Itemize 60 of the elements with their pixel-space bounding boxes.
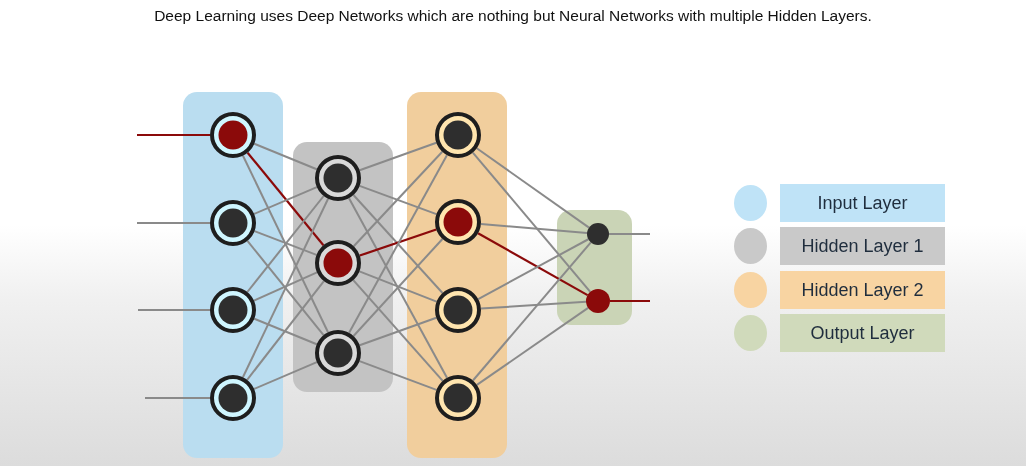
connection-line <box>352 194 444 294</box>
connection-line <box>348 154 448 334</box>
connection-line <box>348 197 448 379</box>
connection-line <box>479 222 589 235</box>
legend-label: Output Layer <box>780 314 945 352</box>
connection-line <box>352 279 444 382</box>
connection-line <box>359 228 437 257</box>
connection-line <box>475 147 590 229</box>
connection-line <box>144 397 211 399</box>
connection-line <box>471 241 592 382</box>
neuron-circle <box>586 289 610 313</box>
connection-line <box>253 230 318 256</box>
connection-line <box>352 150 444 248</box>
connection-line <box>358 316 438 347</box>
neuron-circle <box>210 287 256 333</box>
layer-band <box>293 142 393 392</box>
legend-label: Hidden Layer 2 <box>780 271 945 309</box>
connection-line <box>246 195 325 293</box>
connection-line <box>137 309 211 311</box>
layer-band <box>557 210 632 325</box>
connection-line <box>475 306 590 386</box>
legend-label: Hidden Layer 1 <box>780 227 945 265</box>
neuron-circle <box>435 375 481 421</box>
connection-line <box>608 233 651 235</box>
layer-band <box>407 92 507 458</box>
neuron-circle <box>435 112 481 158</box>
title: Deep Learning uses Deep Networks which are nothing but Neural Networks with multiple Hidden Layers. <box>153 7 873 25</box>
neuron-circle <box>315 330 361 376</box>
neuron-circle <box>210 375 256 421</box>
neuron-circle <box>210 200 256 246</box>
neuron-circle <box>315 240 361 286</box>
connection-line <box>246 280 325 381</box>
neuron-circle <box>210 112 256 158</box>
connection-line <box>253 271 318 302</box>
connection-line <box>471 151 592 293</box>
connection-line <box>352 237 444 338</box>
legend-label: Input Layer <box>780 184 945 222</box>
connection-line <box>253 186 318 215</box>
connection-line <box>137 133 210 137</box>
layer-band <box>183 92 283 458</box>
neuron-circle <box>435 199 481 245</box>
connection-line <box>246 239 325 337</box>
connection-line <box>358 141 438 172</box>
connection-line <box>253 361 318 390</box>
connection-line <box>253 317 318 346</box>
connection-line <box>241 197 330 379</box>
connection-line <box>358 270 438 303</box>
connection-line <box>246 152 325 246</box>
neuron-circle <box>587 223 609 245</box>
connection-line <box>242 154 329 334</box>
neuron-circle <box>315 155 361 201</box>
connection-line <box>358 184 438 216</box>
connection-line <box>136 222 211 224</box>
connection-line <box>610 299 650 303</box>
connection-line <box>479 300 588 310</box>
connection-line <box>477 238 590 301</box>
connection-line <box>253 142 318 171</box>
connection-line <box>477 232 589 297</box>
neuron-circle <box>435 287 481 333</box>
connection-line <box>358 360 438 391</box>
